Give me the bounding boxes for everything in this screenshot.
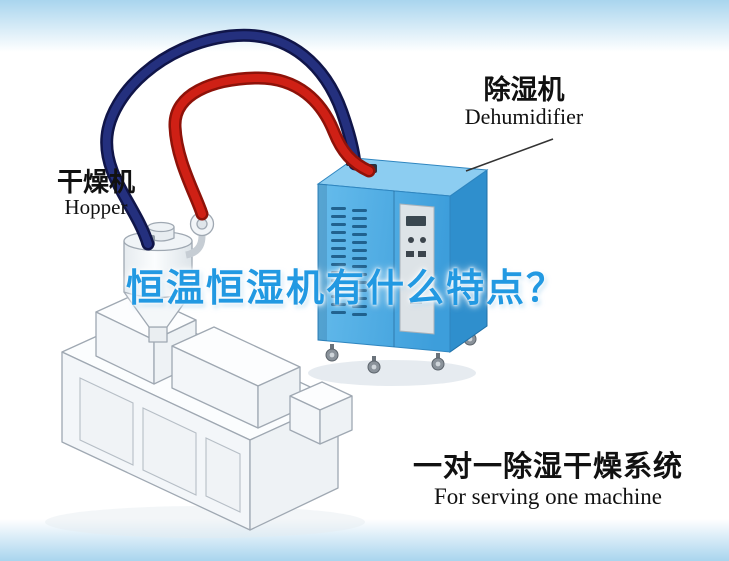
panel-knob (420, 237, 426, 243)
dehumidifier-label-cn: 除湿机 (483, 75, 565, 105)
system-caption-cn: 一对一除湿干燥系统 (412, 451, 683, 483)
dehumidifier-shadow (308, 360, 476, 386)
panel-button (406, 251, 414, 257)
drying-hopper (123, 207, 215, 343)
panel-slot (410, 300, 422, 304)
hopper-label: 干燥机 Hopper (44, 168, 148, 219)
dehumidifier-unit (316, 157, 489, 374)
panel-button (418, 251, 426, 257)
caster-wheels (325, 328, 477, 374)
dehumidifier-label: 除湿机 Dehumidifier (448, 75, 600, 130)
vent-grille (331, 207, 367, 316)
top-gradient-band (0, 0, 729, 52)
panel-display (406, 216, 426, 226)
system-caption-en: For serving one machine (433, 484, 663, 510)
system-caption: 一对一除湿干燥系统 For serving one machine (398, 451, 698, 510)
pipe-red-supply (168, 71, 376, 221)
control-panel (399, 203, 435, 335)
extruder-shadow (45, 506, 365, 538)
blower-elbow-pipe (185, 235, 206, 259)
label-pointer-line (465, 138, 554, 172)
bottom-gradient-band (0, 519, 729, 561)
hopper-label-cn: 干燥机 (56, 167, 135, 197)
hopper-label-en: Hopper (64, 195, 128, 220)
headline-title: 恒温恒湿机有什么特点？ (126, 268, 567, 310)
dehumidifier-label-en: Dehumidifier (464, 104, 584, 130)
extruder-machine (61, 292, 353, 531)
panel-knob (408, 237, 414, 243)
pipe-navy-return (100, 28, 362, 251)
